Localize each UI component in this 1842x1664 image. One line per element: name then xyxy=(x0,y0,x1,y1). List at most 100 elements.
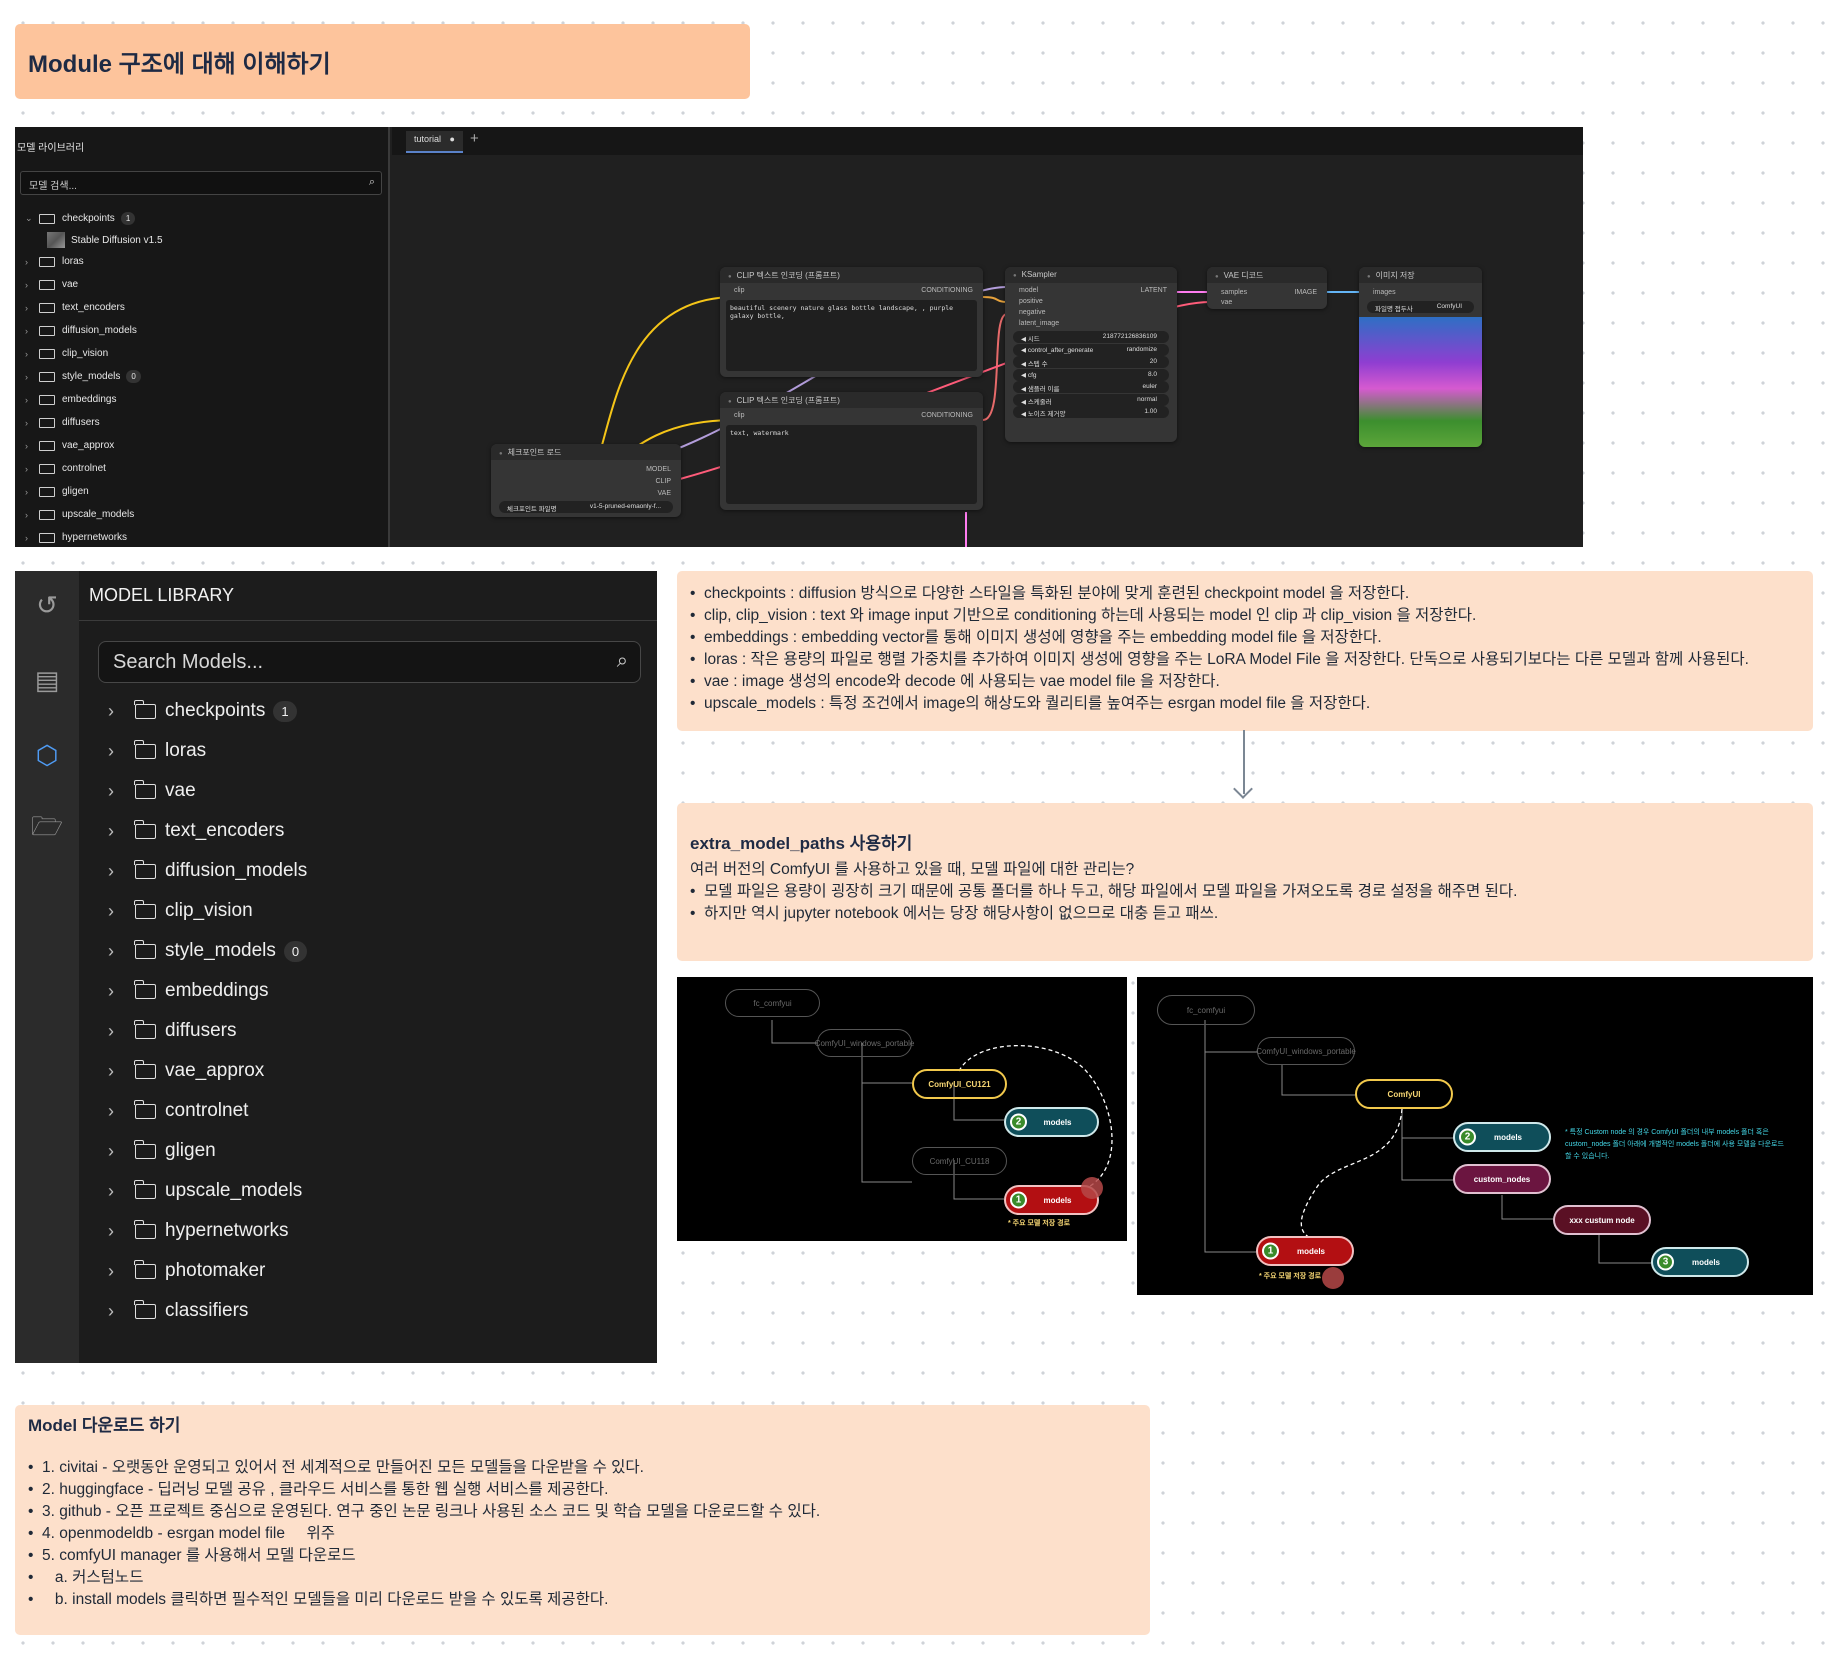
download-item: b. install models 클릭하면 필수적인 모델들을 미리 다운로드… xyxy=(28,1589,1137,1611)
folder-row-loras[interactable]: ›loras xyxy=(25,250,163,273)
folder-row-gligen[interactable]: ›gligen xyxy=(25,480,163,503)
folder-row-embeddings[interactable]: ›embeddings xyxy=(25,388,163,411)
chevron-right-icon: › xyxy=(108,700,114,721)
chevron-right-icon: › xyxy=(25,440,28,451)
custom-nodes-folder: custom_nodes xyxy=(1453,1164,1551,1194)
checkpoint-item[interactable]: Stable Diffusion v1.5 xyxy=(47,230,163,250)
folder-row-hypernetworks[interactable]: ›hypernetworks xyxy=(25,526,163,547)
folder-row-diffusers[interactable]: ›diffusers xyxy=(108,1011,307,1051)
model-search-input[interactable]: Search Models... ⌕ xyxy=(98,641,641,683)
clip-text-encode-negative-node[interactable]: CLIP 텍스트 인코딩 (프롬프트) clip CONDITIONING te… xyxy=(720,392,983,510)
cube-icon[interactable]: ⬡ xyxy=(35,739,59,770)
folder-row-vae[interactable]: ›vae xyxy=(25,273,163,296)
prompt-textarea[interactable]: beautiful scenery nature glass bottle la… xyxy=(726,300,977,371)
node-title: 이미지 저장 xyxy=(1359,267,1482,283)
widget-label: 파일명 접두사 xyxy=(1375,306,1413,313)
search-placeholder: 모델 검색... xyxy=(29,181,77,192)
folder-row-upscale-models[interactable]: ›upscale_models xyxy=(108,1171,307,1211)
badge-2: 2 xyxy=(1459,1128,1476,1146)
input-latent-image: latent_image xyxy=(1019,320,1060,327)
widget-value: randomize xyxy=(1126,345,1157,353)
folder-row-photomaker[interactable]: ›photomaker xyxy=(108,1251,307,1291)
portable-folder: ComfyUI_windows_portable xyxy=(815,1029,914,1057)
folder-row-clip_vision[interactable]: ›clip_vision xyxy=(25,342,163,365)
folder-label: vae xyxy=(165,780,196,801)
prompt-textarea[interactable]: text, watermark xyxy=(726,425,977,504)
tab-tutorial[interactable]: tutorial ● xyxy=(406,131,463,153)
folder-label: clip_vision xyxy=(165,900,253,921)
folder-icon xyxy=(39,532,55,543)
folder-row-clip-vision[interactable]: ›clip_vision xyxy=(108,891,307,931)
folder-row-text_encoders[interactable]: ›text_encoders xyxy=(25,296,163,319)
model-search-input-small[interactable]: 모델 검색... ⌕ xyxy=(20,171,382,195)
download-list: 1. civitai - 오랫동안 운영되고 있어서 전 세계적으로 만들어진 … xyxy=(28,1457,1137,1611)
folder-icon xyxy=(39,486,55,497)
chevron-right-icon: › xyxy=(108,860,114,881)
input-clip: clip xyxy=(734,412,745,419)
download-item: 3. github - 오픈 프로젝트 중심으로 운영된다. 연구 중인 논문 … xyxy=(28,1501,1137,1523)
vae-decode-node[interactable]: VAE 디코드 samples vae IMAGE xyxy=(1207,267,1327,309)
folder-label: text_encoders xyxy=(62,302,125,313)
folder-row-classifiers[interactable]: ›classifiers xyxy=(108,1291,307,1331)
folder-icon xyxy=(134,1259,156,1279)
history-icon[interactable]: ↺ xyxy=(36,589,58,620)
folder-row-loras[interactable]: ›loras xyxy=(108,731,307,771)
folder-label: upscale_models xyxy=(62,509,135,520)
comfyui-folder: ComfyUI xyxy=(1355,1079,1453,1109)
highlight-dot xyxy=(1322,1267,1344,1289)
folder-icon xyxy=(39,302,55,313)
folder-open-icon[interactable]: 🗁 xyxy=(30,811,64,841)
input-positive: positive xyxy=(1019,298,1043,305)
folder-row-diffusion_models[interactable]: ›diffusion_models xyxy=(25,319,163,342)
folder-row-gligen[interactable]: ›gligen xyxy=(108,1131,307,1171)
folder-row-controlnet[interactable]: ›controlnet xyxy=(25,457,163,480)
card-bullet: 모델 파일은 용량이 굉장히 크기 때문에 공통 폴더를 하나 두고, 해당 파… xyxy=(690,881,1800,903)
folder-label: vae xyxy=(62,279,79,290)
output-latent: LATENT xyxy=(1140,287,1167,294)
folder-row-diffusers[interactable]: ›diffusers xyxy=(25,411,163,434)
folder-icon xyxy=(134,899,156,919)
new-tab-button[interactable]: + xyxy=(470,130,479,147)
folder-row-vae_approx[interactable]: ›vae_approx xyxy=(25,434,163,457)
folder-icon xyxy=(134,1059,156,1079)
folder-icon xyxy=(134,939,156,959)
folder-row-diffusion-models[interactable]: ›diffusion_models xyxy=(108,851,307,891)
clip-text-encode-positive-node[interactable]: CLIP 텍스트 인코딩 (프롬프트) clip CONDITIONING be… xyxy=(720,267,983,377)
positive-wire xyxy=(982,296,1008,303)
search-icon: ⌕ xyxy=(616,650,628,672)
folder-row-upscale_models[interactable]: ›upscale_models xyxy=(25,503,163,526)
download-item: 2. huggingface - 딥러닝 모델 공유 , 클라우드 서비스를 통… xyxy=(28,1479,1137,1501)
folder-icon xyxy=(134,1219,156,1239)
section-title-card: Module 구조에 대해 이해하기 xyxy=(15,24,750,99)
queue-list-icon[interactable]: ▤ xyxy=(34,664,60,695)
chevron-right-icon: › xyxy=(108,740,114,761)
checkpoint-loader-node[interactable]: 체크포인트 로드 MODEL CLIP VAE 체크포인트 파일명v1-5-pr… xyxy=(491,444,681,517)
folder-row-controlnet[interactable]: ›controlnet xyxy=(108,1091,307,1131)
folder-row-text-encoders[interactable]: ›text_encoders xyxy=(108,811,307,851)
folder-row-vae-approx[interactable]: ›vae_approx xyxy=(108,1051,307,1091)
folder-row-embeddings[interactable]: ›embeddings xyxy=(108,971,307,1011)
ksampler-node[interactable]: KSampler LATENT modelpositivenegativelat… xyxy=(1005,267,1177,442)
model-thumbnail xyxy=(47,232,65,248)
folder-label: style_models xyxy=(62,371,121,382)
folder-row-vae[interactable]: ›vae xyxy=(108,771,307,811)
folder-row-hypernetworks[interactable]: ›hypernetworks xyxy=(108,1211,307,1251)
count-badge: 1 xyxy=(120,212,136,225)
